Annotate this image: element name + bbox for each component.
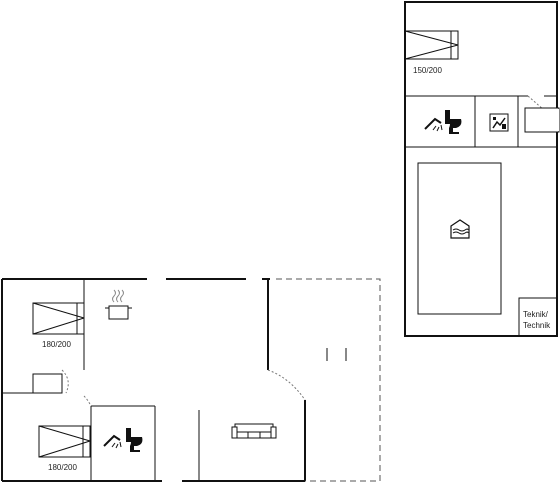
door-swing-2 [83,395,92,407]
technik-room [518,297,558,337]
upper-bed-label: 150/200 [413,66,442,75]
lower-bed-top-label: 180/200 [42,340,71,349]
lower-toilet-icon [126,428,143,452]
upper-door-gap [528,93,544,99]
lower-unit: 180/200 180/200 [1,278,381,482]
terrace-outline [276,278,381,482]
lower-bed-top-icon [32,302,85,335]
technik-label-2: Technik [523,321,551,330]
lower-shower-icon [103,434,122,449]
upper-bed-icon [404,30,459,60]
cooking-pot-icon [105,289,132,320]
upper-toilet-icon [445,110,462,134]
lower-bed-bottom-label: 180/200 [48,463,77,472]
sofa-icon [231,423,277,439]
closet [32,373,63,394]
technik-label-1: Teknik/ [523,310,549,319]
upper-shower-icon [424,117,443,132]
upper-unit: 150/200 Teknik/ Technik [404,1,560,337]
upper-outer-wall [404,1,558,337]
pool-basin [417,162,502,315]
lower-bed-bottom-icon [38,425,91,458]
pool-icon [450,219,470,239]
upper-hall-gap [553,109,559,131]
door-swing-1 [61,369,69,394]
door-swing-3 [267,369,306,401]
upper-sauna-icon [489,113,509,132]
